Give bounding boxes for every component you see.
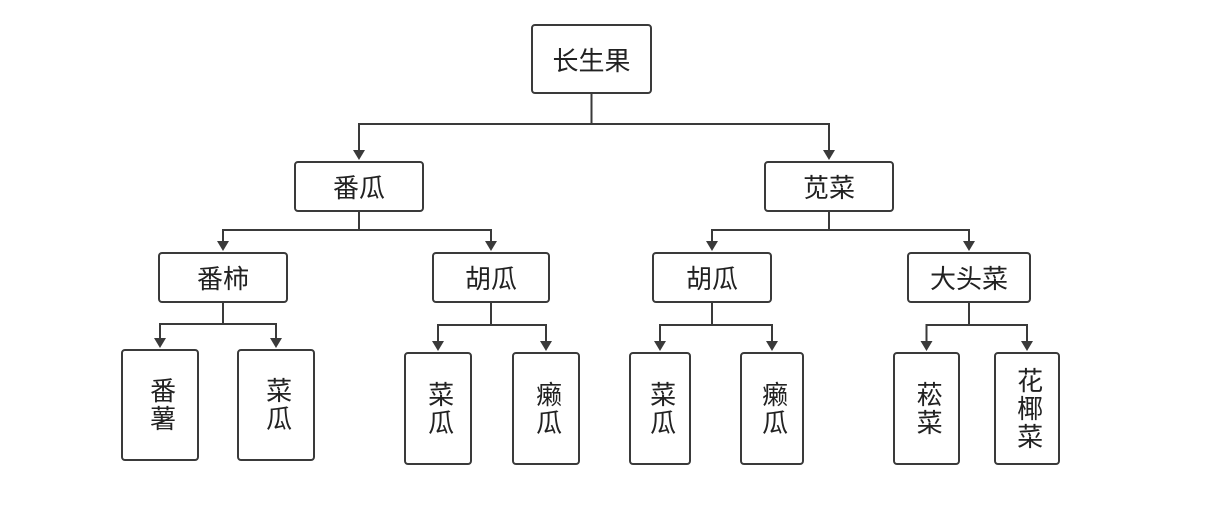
node-root: 长生果 [531,24,652,94]
arrowhead [963,241,975,251]
connector-branch [437,324,491,343]
node-fan-gua: 番瓜 [294,161,424,212]
arrowhead [432,341,444,351]
arrowhead [706,241,718,251]
connector-branch [491,324,547,343]
node-lai-gua-1: 癞瓜 [512,352,580,465]
connector-branch [222,229,359,243]
connector-branch [223,323,277,340]
node-fan-shu: 番薯 [121,349,199,461]
arrowhead [217,241,229,251]
node-cai-gua-1: 菜瓜 [237,349,315,461]
connector-branch [829,229,970,243]
connector-branch [358,123,592,152]
node-hua-ye-cai: 花椰菜 [994,352,1060,465]
arrowhead [154,338,166,348]
node-lai-gua-2: 癞瓜 [740,352,804,465]
arrowhead [823,150,835,160]
arrowhead [540,341,552,351]
node-da-tou-cai: 大头菜 [907,252,1031,303]
arrowhead [920,341,933,351]
connector-branch [712,324,773,343]
connector-branch [359,229,492,243]
connector-branch [659,324,712,343]
arrowhead [766,341,778,351]
arrowhead [270,338,282,348]
node-song-cai: 菘菜 [893,352,960,465]
node-fan-shi: 番柿 [158,252,288,303]
node-cai-gua-3: 菜瓜 [629,352,691,465]
arrowhead [1021,341,1033,351]
connector-branch [925,324,969,343]
arrowhead [654,341,666,351]
connector-branch [159,323,223,340]
node-hu-gua-right: 胡瓜 [652,252,772,303]
node-hu-gua-left: 胡瓜 [432,252,550,303]
connector-branch [969,324,1028,343]
connector-branch [711,229,829,243]
node-cai-gua-2: 菜瓜 [404,352,472,465]
node-xian-cai: 苋菜 [764,161,894,212]
arrowhead [485,241,497,251]
arrowhead [353,150,365,160]
connector-branch [591,123,830,152]
